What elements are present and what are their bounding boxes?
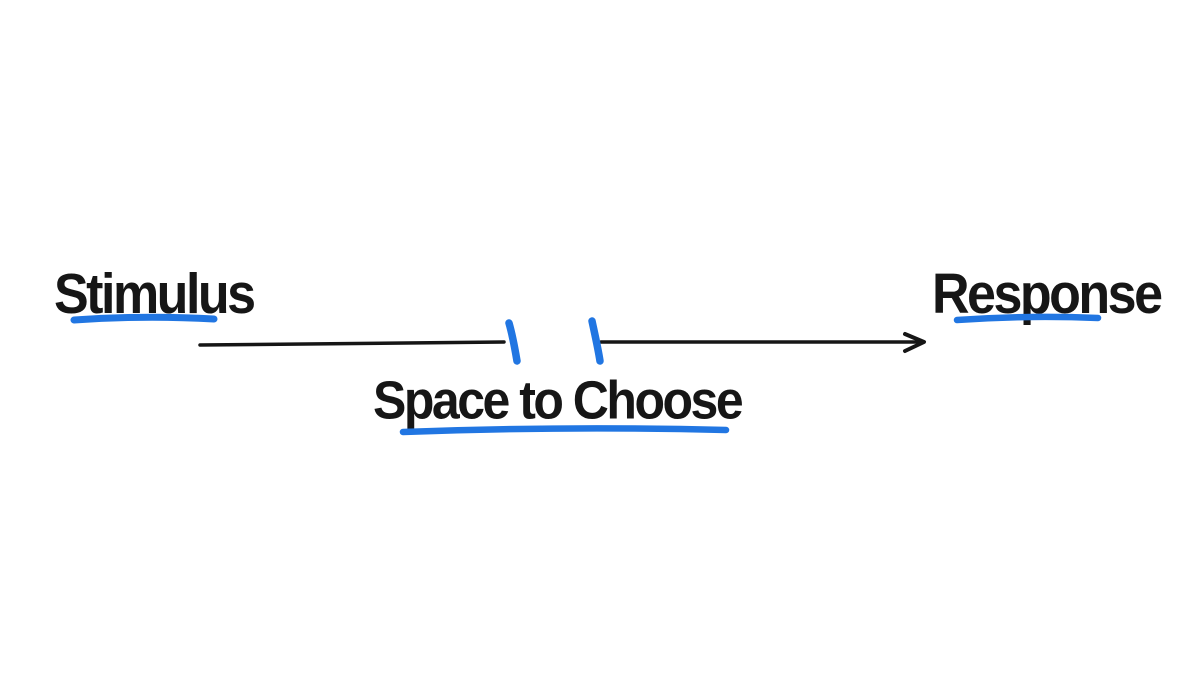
response-label: Response <box>932 263 1163 326</box>
arrow-shaft-left-segment <box>198 340 506 347</box>
space-to-choose-label: Space to Choose <box>373 370 744 431</box>
arrowhead-icon <box>903 332 926 353</box>
stimulus-label: Stimulus <box>54 263 256 326</box>
gap-tick-left <box>505 319 521 365</box>
gap-tick-right <box>588 317 604 365</box>
